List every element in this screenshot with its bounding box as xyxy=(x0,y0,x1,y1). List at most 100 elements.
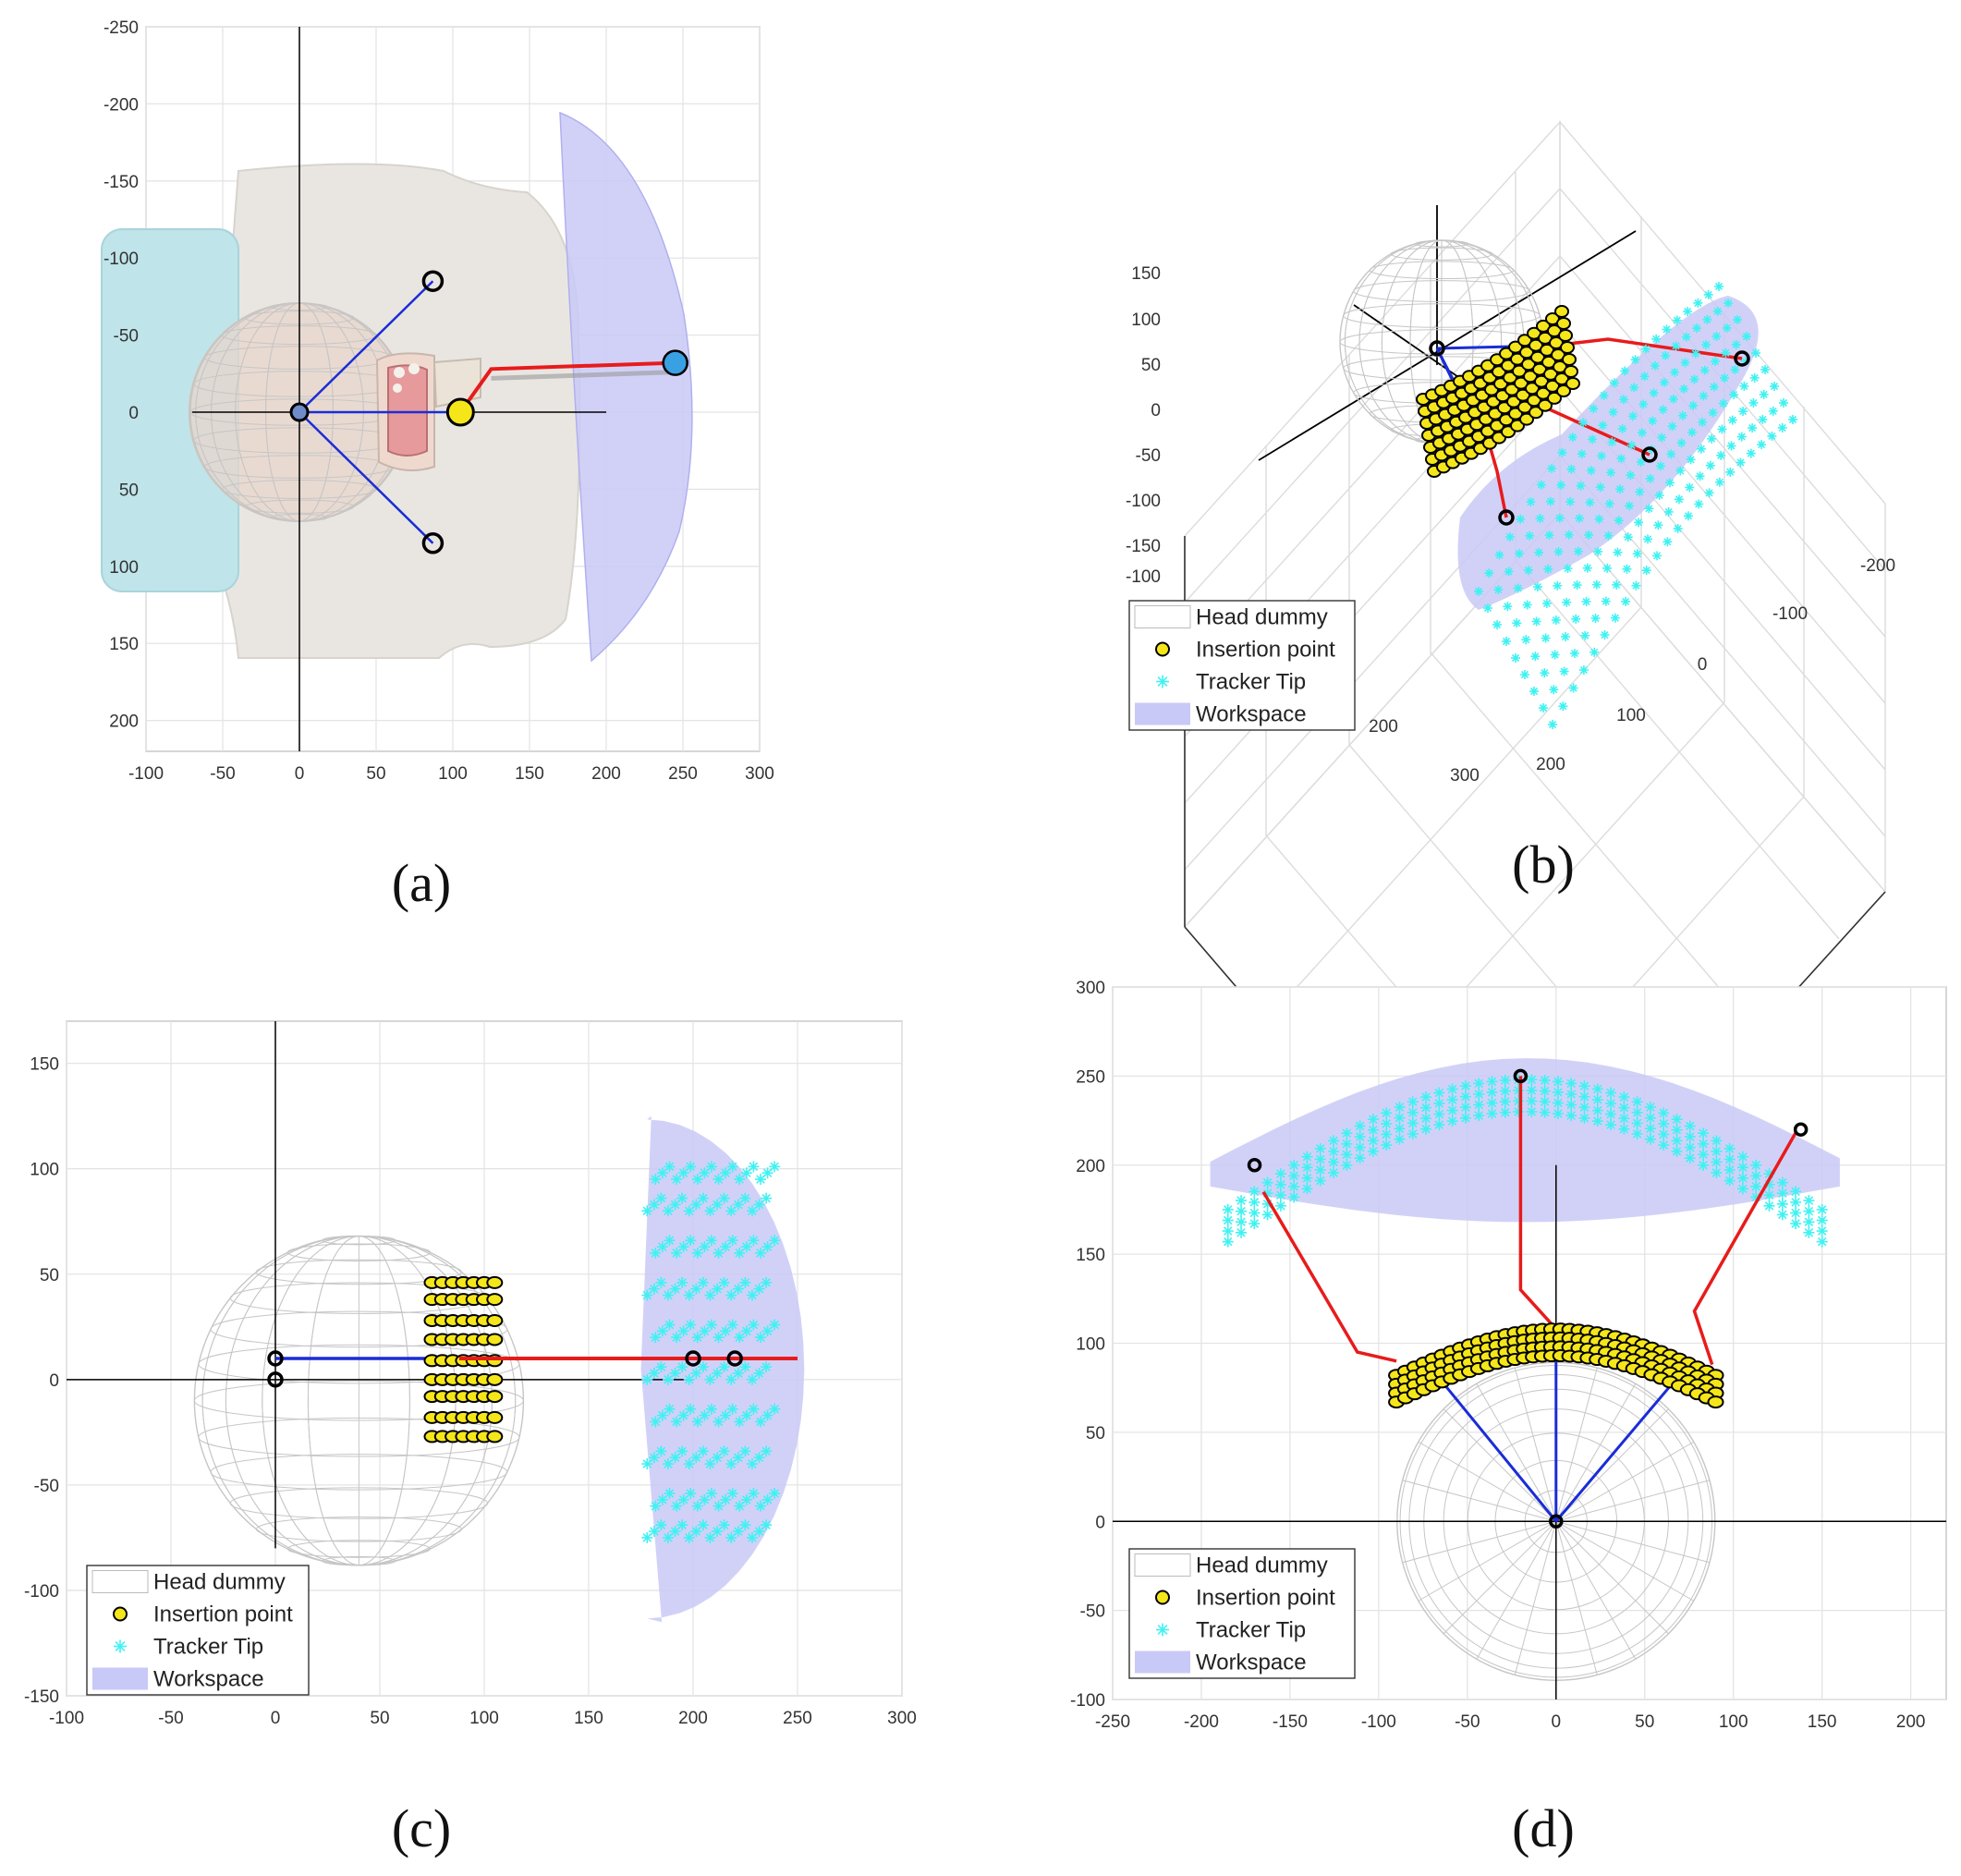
tracker-tip-marker xyxy=(1521,635,1531,645)
tracker-tip-marker xyxy=(1578,1102,1590,1114)
tracker-tip-marker xyxy=(1644,1102,1656,1114)
joint-marker xyxy=(1549,1514,1564,1529)
tracker-tip-marker xyxy=(1680,358,1690,368)
tracker-tip-marker xyxy=(1354,1131,1366,1143)
tracker-tip-marker xyxy=(1473,1110,1485,1122)
tracker-tip-marker xyxy=(1605,1119,1617,1131)
tracker-tip-marker xyxy=(1736,1183,1748,1195)
y-tick-label: -200 xyxy=(1860,556,1895,576)
x-tick-label: 150 xyxy=(1808,1712,1837,1732)
tracker-tip-marker xyxy=(761,1241,773,1253)
tracker-tip-marker xyxy=(754,1247,766,1259)
legend-swatch-tracker xyxy=(1156,675,1169,688)
tracker-tip-marker xyxy=(691,1500,703,1512)
tracker-tip-marker xyxy=(1551,615,1561,626)
insertion-point-marker xyxy=(1517,400,1532,414)
tracker-tip-marker xyxy=(1590,647,1600,657)
tracker-tip-marker xyxy=(734,1332,746,1344)
tracker-tip-marker xyxy=(1530,652,1541,662)
tracker-tip-marker xyxy=(655,1276,667,1288)
tracker-tip-marker xyxy=(1514,549,1524,559)
tracker-tip-marker xyxy=(739,1519,751,1531)
tracker-tip-marker xyxy=(1504,566,1514,577)
tracker-tip-marker xyxy=(1578,1080,1590,1092)
tracker-tip-marker xyxy=(1776,1188,1788,1200)
tracker-tip-marker xyxy=(677,1325,689,1337)
joint-marker xyxy=(726,1350,743,1367)
tracker-tip-marker xyxy=(1274,1189,1286,1201)
tracker-tip-marker xyxy=(1563,564,1573,574)
tracker-tip-marker xyxy=(748,1488,760,1499)
tracker-tip-marker xyxy=(748,1161,760,1173)
tracker-tip-marker xyxy=(1584,530,1594,540)
data-layer-a xyxy=(289,270,688,554)
x-tick-label: 50 xyxy=(366,764,385,784)
legend-swatch-workspace xyxy=(1135,1651,1190,1674)
tracker-tip-marker xyxy=(1535,514,1545,524)
tracker-tip-marker xyxy=(1681,332,1691,342)
tracker-tip-marker xyxy=(1705,460,1715,470)
tracker-tip-marker xyxy=(1707,433,1717,444)
tracker-tip-marker xyxy=(1529,687,1539,696)
tracker-tip-marker xyxy=(1578,665,1589,676)
tracker-tip-marker xyxy=(1683,511,1693,521)
tracker-tip-marker xyxy=(1602,563,1613,573)
tracker-tip-marker xyxy=(1569,649,1579,659)
insertion-point-marker xyxy=(1508,340,1523,354)
insertion-point-marker xyxy=(1554,305,1569,318)
tracker-tip-marker xyxy=(734,1247,746,1259)
tracker-tip-marker xyxy=(1758,414,1768,424)
legend-head-dummy: Head dummy xyxy=(153,1570,286,1595)
arm-end-joint xyxy=(421,270,445,292)
tracker-tip-marker xyxy=(1550,650,1560,660)
tracker-tip-marker xyxy=(1631,580,1641,591)
tracker-tip-marker xyxy=(1420,1102,1432,1114)
tracker-tip-marker xyxy=(650,1416,662,1428)
tracker-tip-marker xyxy=(1549,685,1559,695)
tracker-tip-marker xyxy=(1236,1195,1248,1207)
tracker-tip-marker xyxy=(740,1325,752,1337)
tracker-tip-marker xyxy=(732,1452,744,1464)
tracker-tip-marker xyxy=(720,1409,732,1421)
tracker-tip-marker xyxy=(1670,367,1680,377)
x-tick-label: -50 xyxy=(210,764,235,784)
x-tick-label: -100 xyxy=(128,764,164,784)
tracker-tip-marker xyxy=(1696,444,1706,454)
tracker-tip-marker xyxy=(1621,596,1631,606)
legend-head-dummy: Head dummy xyxy=(1196,1553,1328,1578)
tracker-tip-marker xyxy=(1736,1162,1748,1174)
tracker-tip-marker xyxy=(1617,423,1627,433)
tracker-tip-marker xyxy=(1573,546,1583,556)
tracker-tip-marker xyxy=(1580,630,1590,640)
tracker-tip-marker xyxy=(1554,513,1565,523)
y-tick-label: 250 xyxy=(1076,1067,1105,1087)
tracker-tip-marker xyxy=(1394,1112,1406,1124)
tracker-link-line xyxy=(458,360,676,414)
y-tick-label: 100 xyxy=(109,558,139,578)
tracker-tip-marker xyxy=(1599,390,1609,400)
legend-swatch-workspace xyxy=(92,1667,148,1690)
legend-swatch-tracker xyxy=(1156,1623,1169,1637)
tracker-tip-marker xyxy=(1512,618,1522,628)
insertion-point-marker xyxy=(1547,391,1562,405)
head-wire-latitude xyxy=(198,1417,520,1457)
tracker-tip-marker xyxy=(1698,1127,1710,1139)
tracker-tip-marker xyxy=(740,1493,752,1505)
tracker-tip-marker xyxy=(1717,424,1727,434)
tracker-tip-marker xyxy=(1631,1106,1643,1118)
tracker-tip-marker xyxy=(1672,315,1682,325)
tracker-tip-marker xyxy=(1686,455,1696,465)
tracker-tip-marker xyxy=(1640,344,1650,354)
head-wireframe-c xyxy=(193,1235,525,1566)
insertion-point-marker xyxy=(1510,352,1525,366)
tracker-tip-marker xyxy=(669,1199,681,1211)
head-wire-latitude xyxy=(286,1540,432,1558)
insertion-point-marker xyxy=(1538,398,1553,412)
head-wire-latitude xyxy=(1353,280,1530,302)
data-layer-d xyxy=(1222,1068,1828,1529)
tracker-tip-marker xyxy=(1301,1151,1313,1163)
tracker-tip-marker xyxy=(1711,357,1721,367)
